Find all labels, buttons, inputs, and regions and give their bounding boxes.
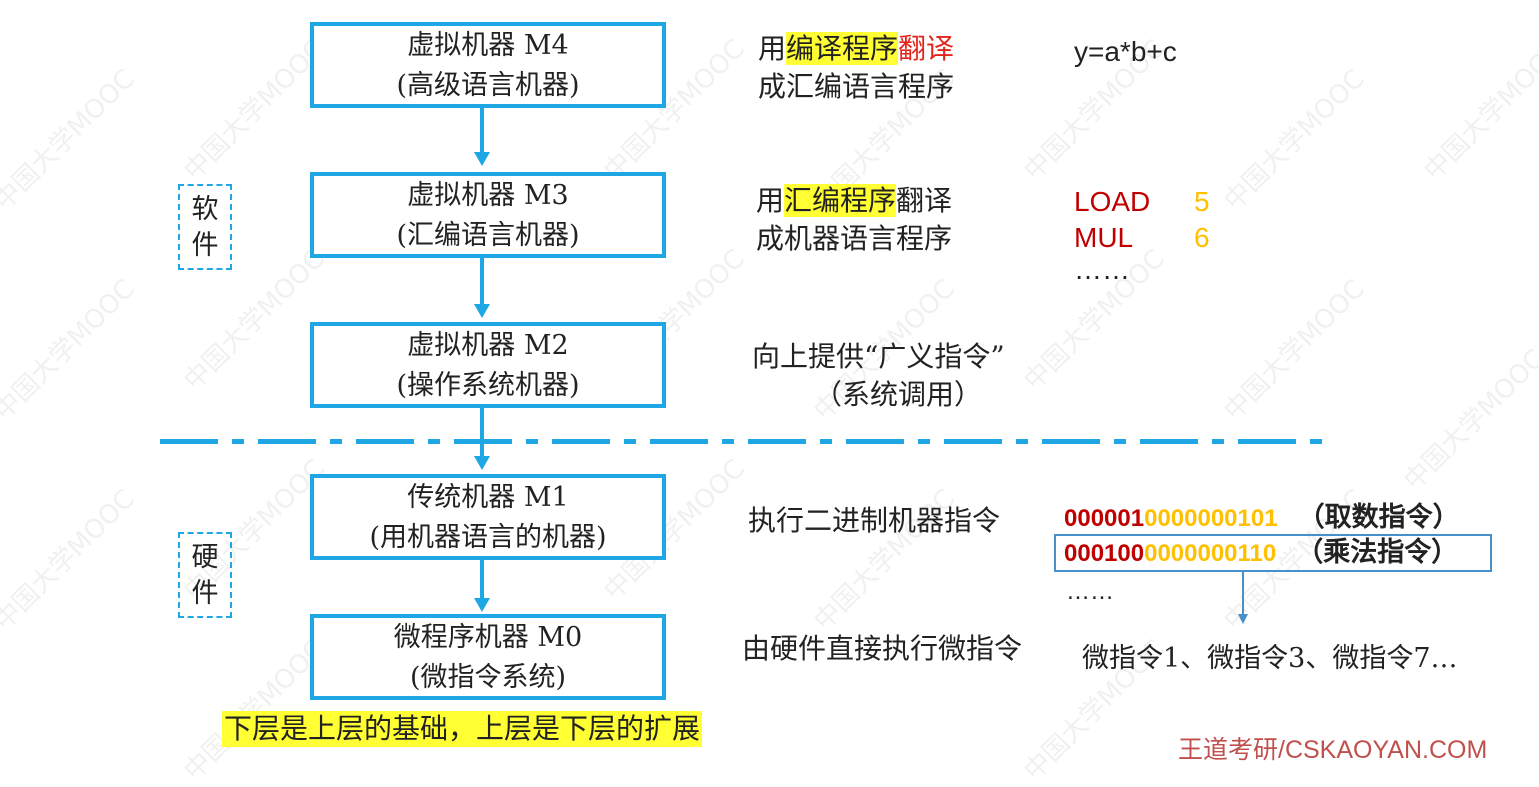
machine-m1-box: 传统机器 M1 (用机器语言的机器) (310, 474, 666, 560)
watermark: 中国大学MOOC (0, 484, 141, 637)
desc-m1: 执行二进制机器指令 (748, 504, 1001, 537)
assembler-highlight: 汇编程序 (784, 184, 897, 217)
m1-binary-line-2: 0001000000000110（乘法指令） (1064, 537, 1459, 568)
desc-m2: 向上提供“广义指令” （系统调用） (752, 340, 1005, 411)
watermark: 中国大学MOOC (0, 64, 141, 217)
arrow-down-icon (1238, 614, 1248, 624)
m1-binary-line-1: 0000010000000101（取数指令） (1064, 502, 1460, 533)
machine-m1-name: 传统机器 M1 (407, 482, 569, 513)
machine-m0-sub: (微指令系统) (409, 662, 567, 693)
arrow-down-icon (474, 152, 490, 166)
connector-m3-m2 (480, 254, 484, 306)
layer-relationship-note: 下层是上层的基础，上层是下层的扩展 (222, 711, 703, 747)
machine-m4-sub: (高级语言机器) (396, 70, 580, 101)
arrow-down-icon (474, 456, 490, 470)
arrow-down-icon (474, 598, 490, 612)
machine-m3-name: 虚拟机器 M3 (407, 180, 569, 211)
m1-more: …… (1066, 578, 1114, 605)
watermark: 中国大学MOOC (1418, 34, 1539, 187)
watermark: 中国大学MOOC (1398, 344, 1539, 497)
connector-m2-m1 (480, 406, 484, 458)
machine-m0-name: 微程序机器 M0 (393, 622, 583, 653)
software-label: 软 件 (178, 184, 232, 270)
machine-m4-box: 虚拟机器 M4 (高级语言机器) (310, 22, 666, 108)
watermark: 中国大学MOOC (174, 630, 331, 787)
machine-m3-sub: (汇编语言机器) (396, 220, 580, 251)
machine-m3-box: 虚拟机器 M3 (汇编语言机器) (310, 172, 666, 258)
machine-m1-sub: (用机器语言的机器) (369, 522, 607, 553)
watermark: 中国大学MOOC (178, 34, 331, 187)
watermark: 中国大学MOOC (1218, 274, 1371, 427)
watermark: 中国大学MOOC (1218, 64, 1371, 217)
desc-m0: 由硬件直接执行微指令 (742, 632, 1023, 665)
machine-m0-box: 微程序机器 M0 (微指令系统) (310, 614, 666, 700)
connector-m1-m0 (480, 556, 484, 600)
hardware-label: 硬 件 (178, 532, 232, 618)
selected-instruction-box (1054, 534, 1492, 572)
compiler-highlight: 编译程序 (786, 32, 899, 65)
desc-m3: 用汇编程序翻译 成机器语言程序 (756, 184, 953, 255)
m0-microinstructions: 微指令1、微指令3、微指令7… (1082, 643, 1458, 674)
connector-m4-m3 (480, 104, 484, 154)
machine-m2-name: 虚拟机器 M2 (407, 330, 569, 361)
brand-label: 王道考研/CSKAOYAN.COM (1178, 736, 1488, 764)
machine-m2-box: 虚拟机器 M2 (操作系统机器) (310, 322, 666, 408)
software-hardware-divider (160, 439, 1325, 444)
m4-expression: y=a*b+c (1074, 36, 1177, 67)
instruction-arrow-line (1242, 572, 1244, 616)
watermark: 中国大学MOOC (0, 274, 141, 427)
desc-m4: 用编译程序翻译 成汇编语言程序 (758, 32, 955, 103)
machine-m4-name: 虚拟机器 M4 (407, 30, 569, 61)
machine-m2-sub: (操作系统机器) (396, 370, 580, 401)
arrow-down-icon (474, 304, 490, 318)
